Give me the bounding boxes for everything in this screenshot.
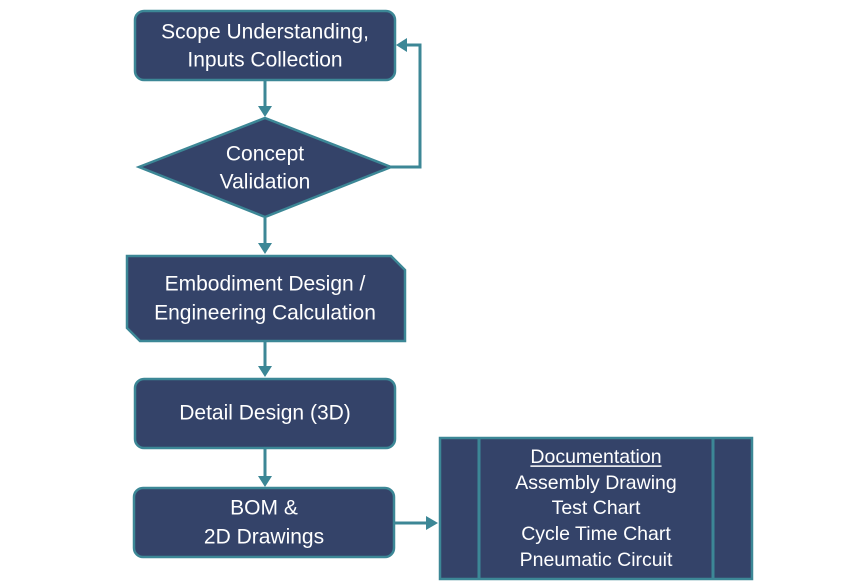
node-embodiment-design[interactable]: Embodiment Design / Engineering Calculat… [125, 254, 407, 343]
arrow-concept-feedback-to-scope [390, 38, 422, 169]
arrow-scope-to-concept [258, 80, 272, 117]
embodiment-label-line1: Embodiment Design / [165, 273, 366, 296]
documentation-item-test-chart: Test Chart [552, 497, 641, 519]
arrow-concept-to-embodiment [258, 218, 272, 254]
concept-label-line2: Validation [220, 171, 311, 194]
documentation-item-cycle-time-chart: Cycle Time Chart [521, 523, 671, 545]
scope-box [133, 9, 397, 82]
documentation-item-pneumatic-circuit: Pneumatic Circuit [520, 549, 673, 571]
detail-box [133, 377, 397, 450]
node-scope-understanding[interactable]: Scope Understanding, Inputs Collection [133, 9, 397, 82]
detail-label: Detail Design (3D) [179, 402, 351, 425]
node-documentation[interactable]: Documentation Assembly Drawing Test Char… [438, 436, 754, 581]
bom-label-line1: BOM & [230, 497, 298, 520]
node-bom-drawings[interactable]: BOM & 2D Drawings [132, 486, 396, 559]
node-detail-design[interactable]: Detail Design (3D) [133, 377, 397, 450]
scope-label-line1: Scope Understanding, [161, 21, 369, 44]
arrow-detail-to-bom [258, 449, 272, 487]
embodiment-box [125, 254, 407, 343]
scope-label-line2: Inputs Collection [187, 49, 342, 72]
embodiment-label-line2: Engineering Calculation [154, 302, 376, 325]
concept-label-line1: Concept [226, 143, 304, 166]
arrow-bom-to-documentation [394, 516, 438, 530]
node-concept-validation[interactable]: Concept Validation [135, 116, 395, 219]
documentation-item-assembly-drawing: Assembly Drawing [515, 472, 676, 494]
arrow-embodiment-to-detail [258, 342, 272, 377]
concept-diamond [135, 116, 395, 219]
bom-label-line2: 2D Drawings [204, 526, 324, 549]
documentation-heading: Documentation [530, 446, 661, 468]
bom-box [132, 486, 396, 559]
documentation-box [438, 436, 754, 581]
